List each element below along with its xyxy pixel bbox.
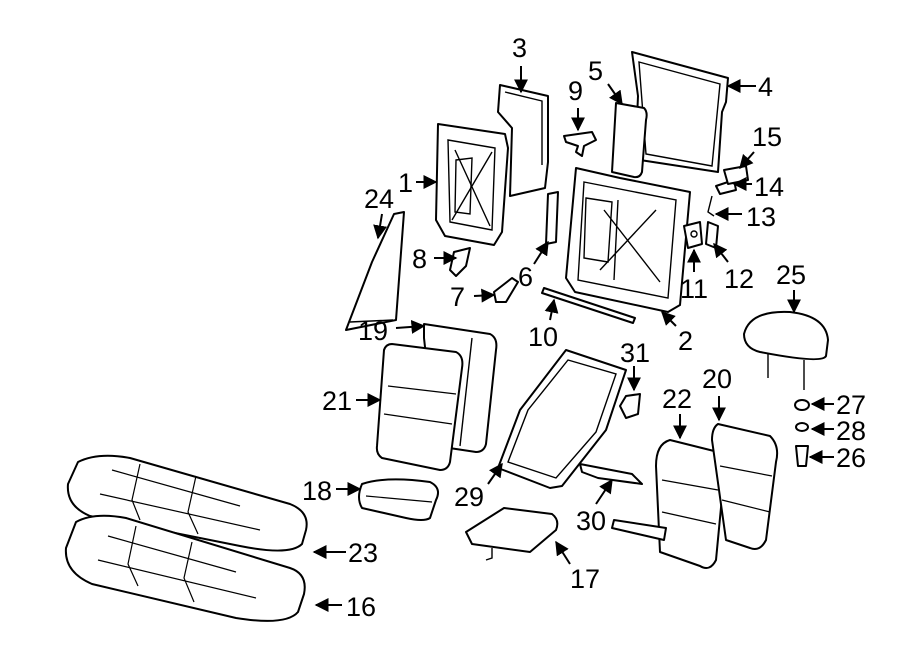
label-23: 23 bbox=[348, 538, 378, 568]
part-22-seatback-side bbox=[611, 439, 727, 569]
part-15-bracket bbox=[723, 165, 749, 185]
part-11-guide bbox=[683, 221, 703, 249]
label-9: 9 bbox=[568, 76, 583, 106]
part-1-seatback-frame bbox=[435, 123, 509, 246]
label-10: 10 bbox=[528, 322, 558, 352]
part-30-bracket bbox=[579, 463, 643, 485]
label-29: 29 bbox=[454, 482, 484, 512]
label-1: 1 bbox=[398, 168, 413, 198]
arrow-29 bbox=[487, 462, 503, 485]
part-23-seat-cover bbox=[66, 454, 308, 552]
label-21: 21 bbox=[322, 386, 352, 416]
label-14: 14 bbox=[754, 172, 784, 202]
label-25: 25 bbox=[776, 260, 806, 290]
callout-labels: 1 2 3 4 5 6 7 8 9 10 11 12 13 14 15 16 1… bbox=[302, 33, 866, 622]
label-4: 4 bbox=[758, 72, 773, 102]
label-15: 15 bbox=[752, 122, 782, 152]
label-13: 13 bbox=[746, 202, 776, 232]
label-24: 24 bbox=[364, 184, 394, 214]
part-12-clip bbox=[705, 221, 719, 249]
arrow-30 bbox=[595, 478, 613, 505]
part-2-main-frame bbox=[565, 167, 691, 313]
part-26-sleeve bbox=[795, 445, 809, 467]
part-6-strip bbox=[545, 191, 559, 245]
part-20-seatback-side bbox=[711, 423, 779, 550]
part-7-latch bbox=[493, 277, 519, 303]
part-25-headrest bbox=[743, 310, 829, 390]
arrow-10 bbox=[544, 298, 559, 321]
part-29-armrest bbox=[497, 349, 627, 489]
arrow-5 bbox=[607, 83, 623, 106]
callout-arrows bbox=[312, 66, 834, 612]
arrow-6 bbox=[533, 240, 549, 265]
label-7: 7 bbox=[450, 282, 465, 312]
arrow-24 bbox=[373, 213, 387, 240]
label-17: 17 bbox=[570, 564, 600, 594]
part-8-hinge bbox=[449, 247, 471, 277]
label-30: 30 bbox=[576, 506, 606, 536]
part-13-pin bbox=[707, 195, 715, 217]
arrow-7 bbox=[473, 288, 496, 303]
label-5: 5 bbox=[588, 56, 603, 86]
part-27-guide bbox=[794, 399, 810, 411]
arrow-12 bbox=[713, 242, 729, 263]
arrow-17 bbox=[555, 540, 571, 565]
part-9-bracket bbox=[563, 131, 597, 157]
label-6: 6 bbox=[518, 262, 533, 292]
part-3-rear-panel bbox=[497, 84, 549, 197]
label-20: 20 bbox=[702, 364, 732, 394]
label-31: 31 bbox=[620, 338, 650, 368]
part-16-seat-cushion bbox=[64, 514, 306, 622]
part-24-side-trim bbox=[345, 211, 405, 331]
label-2: 2 bbox=[678, 326, 693, 356]
label-16: 16 bbox=[346, 592, 376, 622]
arrow-19 bbox=[395, 319, 426, 334]
label-27: 27 bbox=[836, 390, 866, 420]
part-5-pad bbox=[611, 102, 648, 179]
label-28: 28 bbox=[836, 416, 866, 446]
label-8: 8 bbox=[412, 244, 427, 274]
label-22: 22 bbox=[662, 384, 692, 414]
part-31-clip bbox=[619, 393, 641, 419]
label-12: 12 bbox=[724, 264, 754, 294]
part-21-backrest-cover bbox=[375, 343, 464, 471]
label-26: 26 bbox=[836, 443, 866, 473]
part-17-cup-holder bbox=[465, 507, 559, 561]
arrow-15 bbox=[739, 151, 755, 170]
label-19: 19 bbox=[358, 316, 388, 346]
part-10-rod bbox=[541, 287, 636, 324]
part-28-ring bbox=[795, 422, 809, 432]
label-11: 11 bbox=[680, 274, 708, 304]
part-18-small-cushion bbox=[358, 478, 439, 521]
label-18: 18 bbox=[302, 476, 332, 506]
label-3: 3 bbox=[512, 33, 527, 63]
arrow-2 bbox=[661, 311, 677, 327]
